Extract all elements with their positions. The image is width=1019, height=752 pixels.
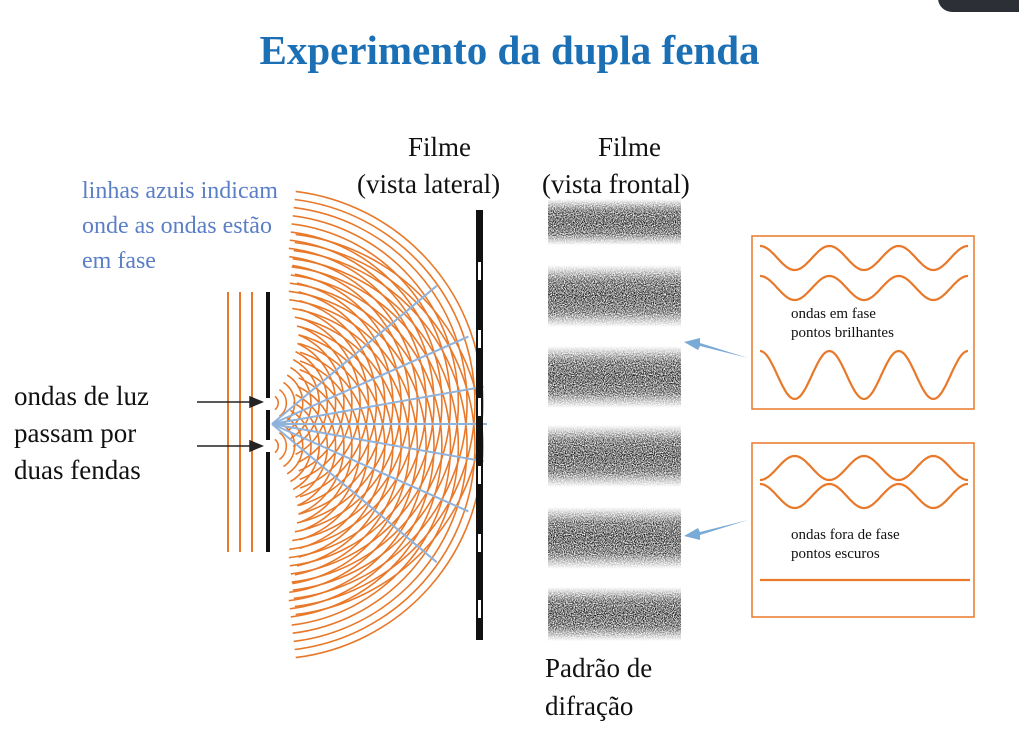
wavefront-arc bbox=[299, 368, 353, 524]
wavefront-arc bbox=[292, 307, 411, 585]
wave-a-in-phase bbox=[759, 244, 969, 272]
wavefront-arc bbox=[295, 350, 329, 456]
wavefront-arc bbox=[278, 388, 288, 418]
blue-arrows bbox=[684, 338, 748, 540]
wavefront-arc bbox=[298, 334, 345, 472]
film-bright-spot bbox=[478, 398, 481, 416]
dark-band bbox=[548, 346, 681, 408]
wavefront-arc bbox=[294, 241, 476, 651]
inset-in-phase bbox=[751, 235, 975, 410]
in-phase-lines bbox=[271, 285, 487, 563]
film-bright-spot bbox=[478, 262, 481, 280]
film-bright-spot bbox=[478, 534, 481, 552]
wave-sum-in-phase bbox=[759, 349, 969, 401]
out-phase-sublabel: pontos escuros bbox=[791, 546, 880, 562]
pattern-label-line1: Padrão de bbox=[545, 653, 653, 683]
wavefront-arc bbox=[298, 334, 386, 558]
wavefront-arc bbox=[278, 431, 288, 461]
blue-note-line3: em fase bbox=[82, 248, 156, 274]
wavefront-arc bbox=[295, 393, 329, 499]
film-side-view bbox=[476, 210, 483, 640]
wavefronts-slit-top bbox=[274, 190, 484, 616]
wavefront-arc bbox=[288, 247, 427, 559]
light-label-line2: passam por bbox=[14, 418, 137, 448]
film-side-label: Filme bbox=[408, 132, 472, 162]
out-phase-label: ondas fora de fase bbox=[791, 527, 900, 543]
pointer-arrows bbox=[197, 395, 264, 453]
wavefront-arc bbox=[290, 409, 312, 483]
pattern-label-line2: difração bbox=[545, 691, 634, 721]
inset-out-phase bbox=[751, 442, 975, 618]
wavefront-arc bbox=[290, 274, 443, 618]
wavefront-arc bbox=[298, 377, 345, 515]
dark-band bbox=[548, 199, 681, 245]
wavefront-arc bbox=[290, 231, 443, 575]
in-phase-line bbox=[271, 335, 469, 425]
wavefront-arc bbox=[293, 249, 468, 643]
wavefront-arc bbox=[299, 317, 361, 489]
in-phase-line bbox=[271, 423, 438, 563]
film-bright-spot bbox=[478, 466, 481, 484]
in-phase-line bbox=[271, 285, 438, 425]
blue-note-line1: linhas azuis indicam bbox=[82, 178, 278, 204]
light-label-line1: ondas de luz bbox=[14, 381, 149, 411]
wave-b-out-phase bbox=[759, 482, 969, 510]
film-side-sublabel: (vista lateral) bbox=[357, 169, 501, 199]
wavefront-arc bbox=[294, 198, 476, 608]
wavefront-arc bbox=[293, 206, 468, 600]
window-corner-control bbox=[938, 0, 1019, 12]
dark-band bbox=[548, 265, 681, 327]
wavefront-arc bbox=[274, 438, 279, 454]
light-label-line3: duas fendas bbox=[14, 455, 141, 485]
wavefront-arc bbox=[286, 374, 304, 432]
in-phase-sublabel: pontos brilhantes bbox=[791, 325, 894, 341]
wavefront-arc bbox=[289, 255, 419, 551]
in-phase-label: ondas em fase bbox=[791, 306, 876, 322]
wavefront-arc bbox=[292, 258, 460, 634]
wavefront-arc bbox=[297, 342, 337, 464]
wave-a-out-phase bbox=[759, 454, 969, 482]
dark-band bbox=[548, 425, 681, 487]
wavefront-arc bbox=[288, 290, 427, 602]
dark-band bbox=[548, 507, 681, 569]
wavefront-arc bbox=[291, 266, 452, 626]
incident-waves bbox=[227, 292, 253, 552]
film-front-sublabel: (vista frontal) bbox=[542, 169, 690, 199]
in-phase-line bbox=[271, 423, 469, 513]
wavefront-arc bbox=[291, 223, 452, 583]
wavefront-arc bbox=[292, 215, 460, 591]
film-bright-spot bbox=[478, 600, 481, 618]
dark-band bbox=[548, 587, 681, 641]
wavefront-arc bbox=[297, 385, 337, 507]
wavefront-arc bbox=[299, 342, 378, 550]
film-front-label: Filme bbox=[598, 132, 662, 162]
wavefront-arc bbox=[289, 298, 419, 594]
wavefront-arc bbox=[299, 351, 370, 541]
film-bright-spot bbox=[478, 330, 481, 348]
page-title: Experimento da dupla fenda bbox=[259, 27, 760, 73]
wave-b-in-phase bbox=[759, 274, 969, 302]
blue-note-line2: onde as ondas estão bbox=[82, 213, 272, 239]
wavefront-arc bbox=[274, 395, 279, 411]
wavefront-arc bbox=[289, 282, 435, 610]
in-phase-line bbox=[271, 423, 484, 463]
wavefronts-slit-bottom bbox=[274, 233, 484, 659]
diffraction-bands bbox=[548, 199, 681, 641]
wavefront-arc bbox=[289, 239, 435, 567]
wavefront-arc bbox=[283, 424, 296, 468]
in-phase-line bbox=[271, 385, 484, 425]
